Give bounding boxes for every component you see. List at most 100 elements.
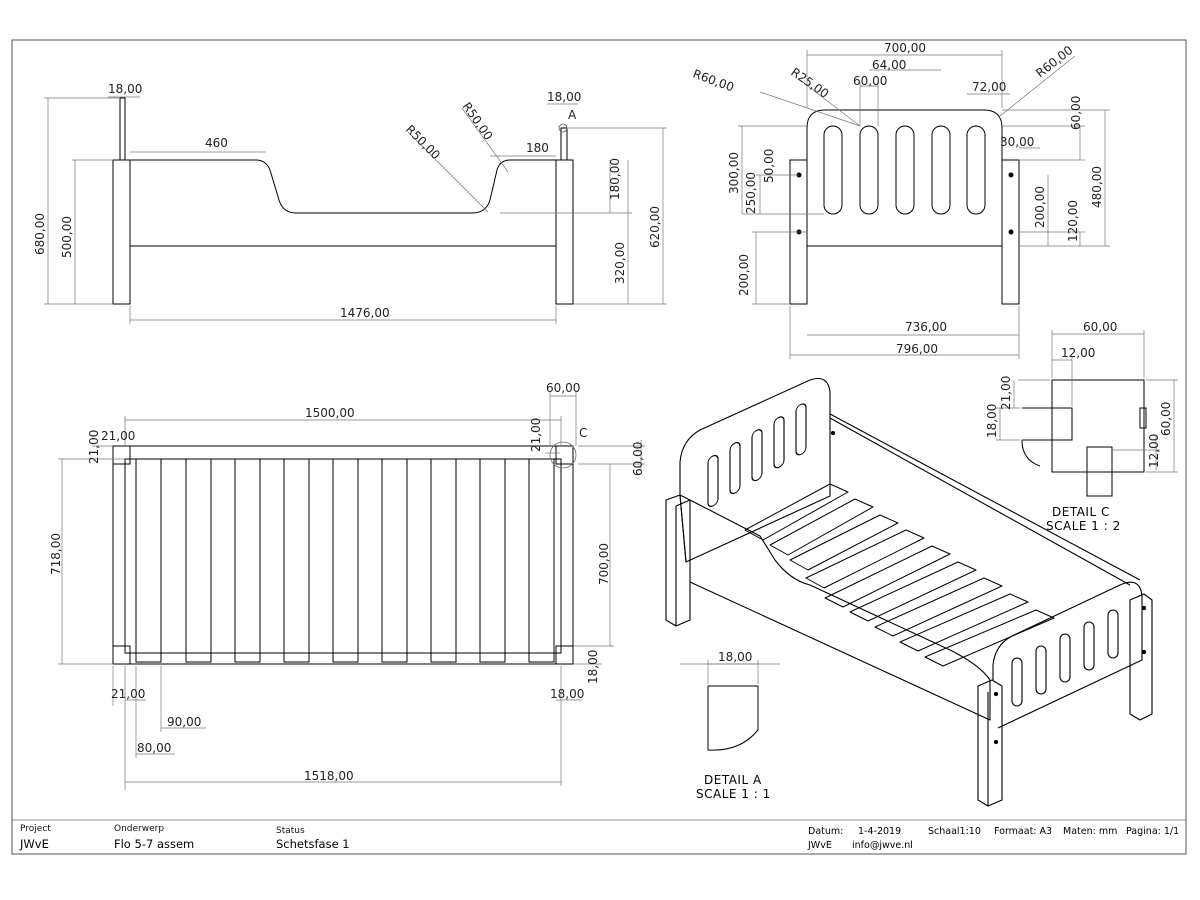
dim-front-18: 18,00	[108, 82, 142, 96]
dim-front-320: 320,00	[613, 242, 627, 284]
dim-end-r60-left: R60,00	[691, 67, 736, 95]
iso-back-rail	[829, 413, 1141, 581]
iso-head-slots	[707, 403, 807, 507]
dim-dc-60-vertical: 60,00	[1159, 402, 1173, 436]
isometric-view	[665, 377, 1153, 807]
top-view	[58, 392, 645, 790]
iso-front-rail	[675, 499, 991, 721]
detail-a	[680, 660, 780, 751]
dim-top-1500: 1500,00	[305, 406, 355, 420]
iso-footboard	[992, 581, 1143, 729]
title-block: Project JWvE Onderwerp Flo 5-7 assem Sta…	[12, 819, 1186, 851]
detail-c-marker-circle	[549, 441, 577, 469]
front-right-post-top	[560, 127, 568, 161]
detail-c	[996, 330, 1178, 497]
dim-end-r60-right: R60,00	[1033, 43, 1075, 80]
date-value: 1-4-2019	[858, 826, 901, 837]
detail-a-title: DETAIL A	[704, 773, 762, 787]
project-label: Project	[20, 824, 51, 834]
dim-dc-18: 18,00	[985, 404, 999, 438]
front-left-post	[112, 159, 131, 305]
subject-label: Onderwerp	[114, 824, 164, 834]
front-side-rail	[130, 159, 556, 214]
dim-end-480: 480,00	[1090, 166, 1104, 208]
detail-c-title: DETAIL C	[1052, 505, 1110, 519]
marker-c: C	[579, 426, 587, 440]
units-label: Maten: mm	[1063, 826, 1117, 837]
front-right-post	[555, 159, 574, 305]
dim-top-21-b: 21,00	[101, 429, 135, 443]
author-label: JWvE	[807, 840, 832, 851]
end-slot-4	[931, 125, 951, 215]
dim-front-180: 180	[526, 141, 549, 155]
top-slats	[135, 458, 555, 663]
top-view-dimensions: 1500,00 60,00 21,00 21,00 21,00 C 60,00 …	[49, 381, 645, 783]
detail-c-scale: SCALE 1 : 2	[1046, 519, 1121, 533]
dim-end-736: 736,00	[905, 320, 947, 334]
dim-end-r25: R25,00	[788, 65, 831, 101]
dim-top-60: 60,00	[546, 381, 580, 395]
detail-a-scale: SCALE 1 : 1	[696, 787, 771, 801]
iso-foot-slots	[1011, 609, 1119, 707]
page-label: Pagina: 1/1	[1126, 826, 1179, 837]
end-view-dimensions: 700,00 64,00 R60,00 R25,00 60,00 72,00 R…	[691, 41, 1104, 356]
dim-end-120: 120,00	[1066, 200, 1080, 242]
dim-front-620: 620,00	[648, 206, 662, 248]
dim-end-50: 50,00	[762, 149, 776, 183]
project-value: JWvE	[19, 837, 49, 851]
dim-dc-60: 60,00	[1083, 320, 1117, 334]
dim-end-64: 64,00	[872, 58, 906, 72]
dim-end-700: 700,00	[884, 41, 926, 55]
dim-top-60-vertical: 60,00	[631, 442, 645, 476]
status-value: Schetsfase 1	[276, 837, 350, 851]
iso-back-right-post	[1129, 593, 1153, 721]
dim-front-1476: 1476,00	[340, 306, 390, 320]
detail-a-labels: 18,00 DETAIL A SCALE 1 : 1	[696, 650, 771, 801]
iso-left-post	[665, 494, 691, 627]
dim-dc-12-vertical: 12,00	[1147, 434, 1161, 468]
dim-front-500: 500,00	[60, 216, 74, 258]
dim-end-72: 72,00	[972, 80, 1006, 94]
end-view	[738, 50, 1110, 359]
dim-front-680: 680,00	[33, 213, 47, 255]
end-headboard	[806, 109, 1003, 247]
dim-end-60-vertical: 60,00	[1069, 96, 1083, 130]
dim-front-r50-a: R50,00	[403, 122, 443, 162]
dim-front-18-top: 18,00	[547, 90, 581, 104]
email-label: info@jwve.nl	[852, 840, 913, 851]
dim-top-90: 90,00	[167, 715, 201, 729]
dim-front-460: 460	[205, 136, 228, 150]
dim-end-60: 60,00	[853, 74, 887, 88]
front-view-dimensions: 18,00 460 R50,00 R50,00 18,00 A 180 180,…	[33, 82, 662, 320]
end-slot-3	[895, 125, 915, 215]
iso-slats	[744, 483, 1055, 667]
top-frame-outer	[112, 445, 574, 665]
dim-end-300: 300,00	[727, 152, 741, 194]
dim-top-80: 80,00	[137, 741, 171, 755]
dim-end-30: 30,00	[1000, 135, 1034, 149]
dim-end-200-left: 200,00	[737, 254, 751, 296]
front-view	[44, 96, 667, 324]
format-label: Formaat: A3	[994, 826, 1052, 837]
dim-end-796: 796,00	[896, 342, 938, 356]
top-frame-inner	[124, 458, 562, 654]
dim-top-21-a: 21,00	[87, 430, 101, 464]
dim-da-18: 18,00	[718, 650, 752, 664]
dim-dc-12: 12,00	[1061, 346, 1095, 360]
iso-headboard	[679, 377, 831, 563]
subject-value: Flo 5-7 assem	[114, 837, 194, 851]
iso-right-post	[977, 679, 1003, 807]
dim-top-700: 700,00	[597, 543, 611, 585]
scale-label: Schaal1:10	[928, 826, 981, 837]
marker-a: A	[568, 108, 577, 122]
detail-a-marker-circle	[558, 123, 568, 133]
sheet-border	[11, 39, 1187, 855]
dim-top-718: 718,00	[49, 533, 63, 575]
dim-top-18-vertical: 18,00	[586, 650, 600, 684]
end-slot-1	[823, 125, 843, 215]
end-slot-5	[966, 125, 986, 215]
dim-top-18-bottom: 18,00	[550, 687, 584, 701]
date-label: Datum:	[808, 826, 843, 837]
dim-end-250: 250,00	[744, 172, 758, 214]
